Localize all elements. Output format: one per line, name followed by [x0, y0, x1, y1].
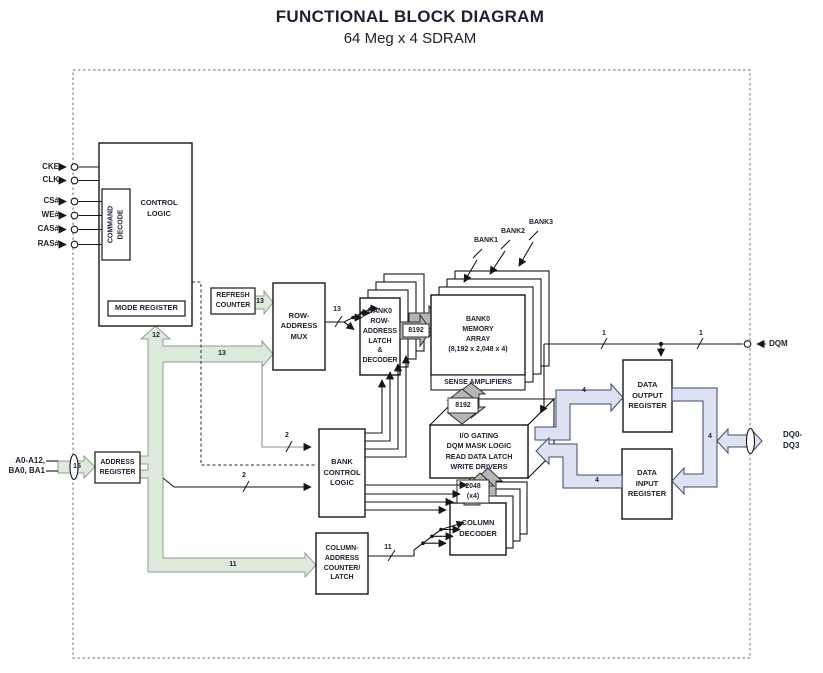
signal-lines	[46, 162, 766, 562]
control-signal-dashed-path	[192, 281, 316, 466]
pin-ras: RAS#	[37, 239, 59, 249]
refresh-counter-box	[210, 287, 256, 315]
page-subtitle: 64 Meg x 4 SDRAM	[343, 30, 477, 48]
mode-register-box	[107, 300, 186, 317]
page-title: FUNCTIONAL BLOCK DIAGRAM	[275, 6, 545, 26]
bus-row-out-13: 13	[333, 306, 341, 314]
bus-row-8192: 8192	[408, 326, 424, 334]
refresh-to-mux-bus	[254, 289, 274, 316]
bus-col-11: 11	[229, 561, 237, 569]
boundary-pads	[69, 163, 756, 481]
bus-col-2048: 2048 (x4)	[465, 482, 481, 500]
bus-mode-12: 12	[152, 332, 160, 340]
bank1-label: BANK1	[473, 237, 499, 245]
bus-bank-row-2: 2	[285, 432, 289, 440]
bus-out-4: 4	[582, 387, 586, 395]
bank2-label: BANK2	[500, 228, 526, 236]
row-latch-decoder-box	[359, 297, 401, 376]
data-output-register-box	[622, 359, 673, 433]
bus-dqm-1a: 1	[602, 330, 606, 338]
pin-we: WE#	[41, 210, 59, 220]
row-address-mux-box	[272, 282, 326, 371]
dqm-pad	[743, 340, 752, 348]
die-boundary	[72, 69, 751, 659]
dq-bidirectional-arrow	[716, 427, 763, 455]
pin-dqm: DQM	[769, 339, 788, 349]
column-decoder-label: COLUMN DECODER	[459, 518, 497, 538]
blocks-layer	[94, 142, 673, 595]
command-decode-box	[101, 188, 131, 261]
bank-row-2-line	[261, 364, 312, 452]
column-counter-label: COLUMN- ADDRESS COUNTER/ LATCH	[323, 544, 361, 582]
column-counter-box	[315, 532, 369, 595]
bank2-pointer	[490, 239, 511, 274]
data-input-register-box	[621, 448, 673, 520]
mode-register-label: MODE REGISTER	[115, 303, 178, 313]
row-address-mux-label: ROW- ADDRESS MUX	[280, 310, 318, 341]
memory-array-box	[430, 294, 526, 376]
io-gating-label: I/O GATING DQM MASK LOGIC READ DATA LATC…	[445, 431, 513, 471]
pin-cs: CS#	[43, 196, 59, 206]
control-logic-label: CONTROL LOGIC	[140, 198, 178, 218]
bank1-pointer	[464, 248, 483, 282]
bus-sense-8192: 8192	[455, 401, 471, 409]
bank-col-2-line	[162, 477, 312, 492]
memory-array-label: BANK0 MEMORY ARRAY (8,192 x 2,048 x 4)	[448, 316, 508, 353]
pin-addr-line1: A0-A12,	[15, 456, 45, 466]
data-output-register-label: DATA OUTPUT REGISTER	[628, 380, 667, 411]
bus-row-13: 13	[218, 350, 226, 358]
bank-control-logic-label: BANK CONTROL LOGIC	[323, 457, 361, 488]
row-latch-decoder-label: BANK0 ROW- ADDRESS LATCH & DECODER	[362, 307, 398, 365]
bank3-pointer	[519, 230, 539, 266]
command-decode-label: COMMAND DECODE	[107, 205, 124, 244]
address-register-box	[94, 451, 141, 484]
bus-width-ticks	[242, 315, 704, 562]
pin-addr-line2: BA0, BA1	[8, 466, 45, 476]
read-path-to-output-register	[534, 382, 624, 441]
refresh-counter-label: REFRESH COUNTER	[215, 292, 251, 309]
junction-dots	[351, 306, 664, 545]
address-register-label: ADDRESS REGISTER	[99, 458, 136, 476]
dq-vertical-path	[671, 387, 718, 496]
sense-amplifiers-label: SENSE AMPLIFIERS	[444, 378, 512, 386]
bus-in-4: 4	[595, 477, 599, 485]
pin-clk: CLK	[42, 175, 59, 185]
bank-control-logic-box	[318, 428, 366, 518]
write-path-to-io-gating	[535, 436, 623, 489]
bus-dq-4: 4	[708, 433, 712, 441]
bus-bank-col-2: 2	[242, 472, 246, 480]
bus-col-out-11: 11	[384, 544, 392, 552]
data-input-register-label: DATA INPUT REGISTER	[627, 468, 667, 499]
pin-cas: CAS#	[37, 224, 59, 234]
dq-pad	[745, 427, 756, 455]
bus-refresh-13: 13	[256, 298, 264, 306]
address-pad	[69, 453, 79, 481]
pin-dq: DQ0- DQ3	[783, 429, 803, 450]
bus-addr-in-15: 15	[73, 463, 81, 471]
bus-dqm-1b: 1	[699, 330, 703, 338]
pin-cke: CKE	[42, 162, 59, 172]
bank3-label: BANK3	[528, 219, 554, 227]
